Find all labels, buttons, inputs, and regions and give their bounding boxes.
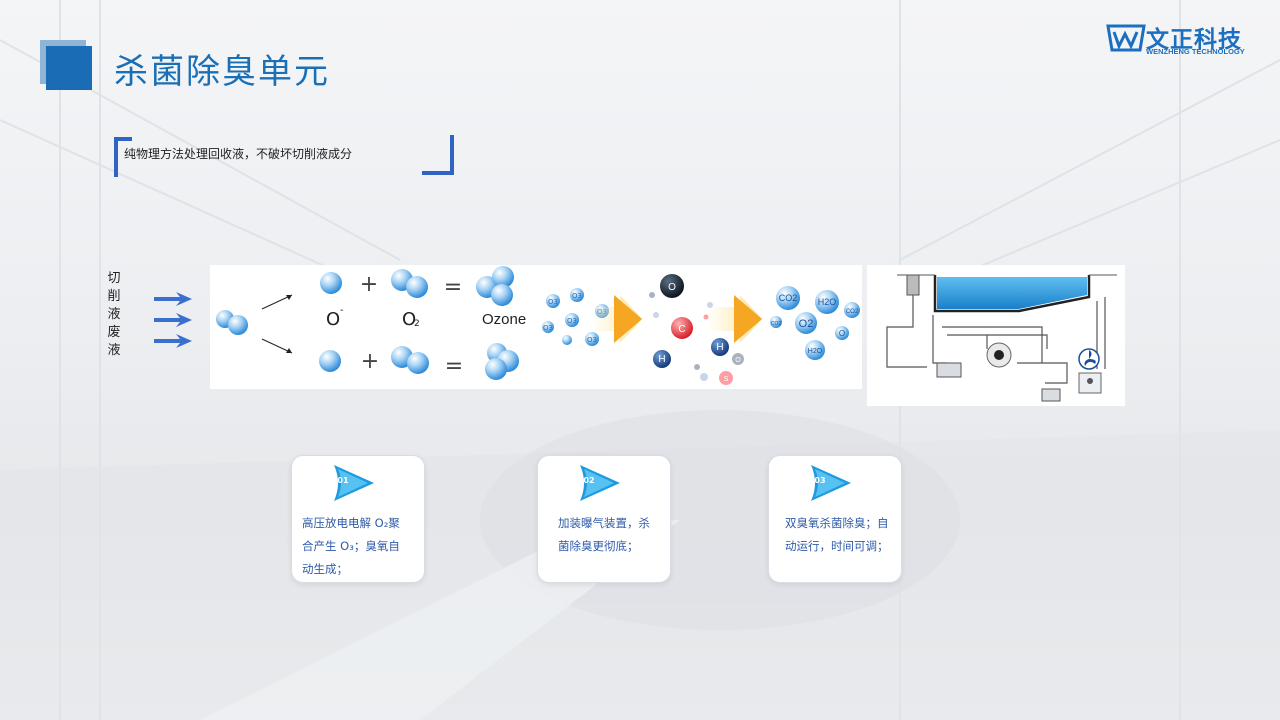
o2-molecule-icon bbox=[391, 346, 429, 374]
svg-text:O: O bbox=[839, 329, 845, 338]
bracket-left bbox=[114, 137, 132, 177]
svg-text:H: H bbox=[658, 354, 665, 365]
logo-name: 文正科技 bbox=[1146, 26, 1242, 52]
o-atom-icon bbox=[319, 350, 341, 372]
input-label-char: 废 bbox=[107, 325, 121, 340]
o-minus-sup: - bbox=[340, 305, 344, 316]
svg-text:O3: O3 bbox=[548, 298, 558, 306]
ozone-reaction-diagram: + = O - O 2 Ozone + = O3 O3 O3 O3 O3 O3 … bbox=[210, 265, 862, 389]
svg-text:H2O: H2O bbox=[818, 297, 837, 307]
svg-text:CO2: CO2 bbox=[846, 309, 859, 315]
play-badge-icon bbox=[811, 465, 851, 501]
input-label-char: 液 bbox=[107, 307, 121, 322]
o3-molecule-icon bbox=[485, 343, 519, 380]
equipment-schematic bbox=[867, 265, 1125, 406]
svg-text:O3: O3 bbox=[567, 317, 577, 325]
svg-text:O: O bbox=[668, 282, 676, 293]
input-label-char: 削 bbox=[107, 289, 121, 304]
o3-molecule-icon bbox=[476, 266, 514, 306]
o2-molecule-icon bbox=[391, 269, 428, 298]
svg-text:O3: O3 bbox=[543, 324, 553, 332]
title-decoration bbox=[40, 40, 94, 90]
o2-sub: 2 bbox=[414, 319, 420, 329]
card-description: 加装曝气装置，杀 菌除臭更彻底； bbox=[558, 516, 650, 553]
company-logo-icon bbox=[1106, 24, 1146, 52]
ozone-label: Ozone bbox=[482, 311, 526, 328]
svg-text:O3: O3 bbox=[587, 336, 597, 344]
svg-text:+: + bbox=[360, 272, 378, 297]
feature-card-2: 02 加装曝气装置，杀 菌除臭更彻底； bbox=[537, 455, 671, 583]
input-label-char: 液 bbox=[107, 343, 121, 358]
svg-text:H: H bbox=[716, 342, 723, 353]
card-number: 02 bbox=[583, 476, 595, 485]
page-title: 杀菌除臭单元 bbox=[114, 52, 330, 92]
play-badge-icon bbox=[580, 465, 620, 501]
input-arrows-icon bbox=[154, 292, 192, 348]
subtitle-text: 纯物理方法处理回收液，不破坏切削液成分 bbox=[124, 147, 353, 161]
oxygen-molecule-icon bbox=[216, 310, 248, 335]
card-number: 01 bbox=[337, 476, 349, 485]
svg-text:C: C bbox=[678, 324, 685, 335]
feature-card-3: 03 双臭氧杀菌除臭；自 动运行，时间可调； bbox=[768, 455, 902, 583]
logo-subtitle: WENZHENG TECHNOLOGY bbox=[1146, 47, 1245, 56]
o-minus-label: O bbox=[326, 309, 340, 330]
bracket-right bbox=[422, 135, 454, 175]
card-description: 双臭氧杀菌除臭；自 动运行，时间可调； bbox=[785, 516, 889, 553]
subtitle-frame: 纯物理方法处理回收液，不破坏切削液成分 bbox=[114, 135, 454, 177]
svg-text:=: = bbox=[444, 275, 462, 300]
svg-text:CO2: CO2 bbox=[771, 321, 782, 327]
svg-text:O2: O2 bbox=[799, 318, 814, 330]
o2-label: O bbox=[402, 309, 416, 330]
input-label-char: 切 bbox=[107, 271, 121, 286]
input-label: 切 削 液 废 液 bbox=[106, 270, 122, 360]
svg-text:O: O bbox=[735, 357, 741, 364]
svg-text:S: S bbox=[724, 376, 729, 383]
card-description: 高压放电电解 O₂聚 合产生 O₃；臭氧自 动生成； bbox=[302, 516, 400, 576]
play-badge-icon bbox=[334, 465, 374, 501]
svg-text:+: + bbox=[361, 349, 379, 374]
svg-text:CO2: CO2 bbox=[779, 293, 798, 303]
product-molecules: CO2 H2O CO2 CO2 O2 O H2O bbox=[770, 286, 860, 360]
feature-card-1: 01 高压放电电解 O₂聚 合产生 O₃；臭氧自 动生成； bbox=[291, 455, 425, 583]
svg-text:=: = bbox=[445, 354, 463, 379]
svg-text:H2O: H2O bbox=[808, 348, 823, 355]
card-number: 03 bbox=[814, 476, 826, 485]
svg-text:O3: O3 bbox=[572, 292, 582, 300]
o-atom-icon bbox=[320, 272, 342, 294]
